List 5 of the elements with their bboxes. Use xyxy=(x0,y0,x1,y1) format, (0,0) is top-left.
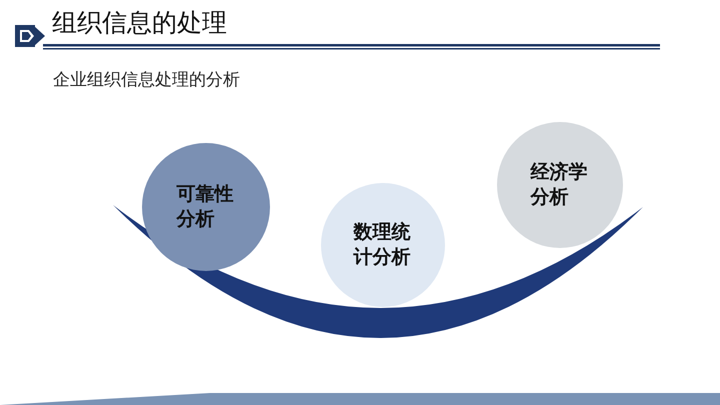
node-label: 经济学分析 xyxy=(530,160,589,210)
node-label: 数理统计分析 xyxy=(354,220,412,270)
node-label: 可靠性分析 xyxy=(176,182,235,232)
slide-title: 组织信息的处理 xyxy=(52,7,227,39)
subtitle: 企业组织信息处理的分析 xyxy=(53,69,240,91)
